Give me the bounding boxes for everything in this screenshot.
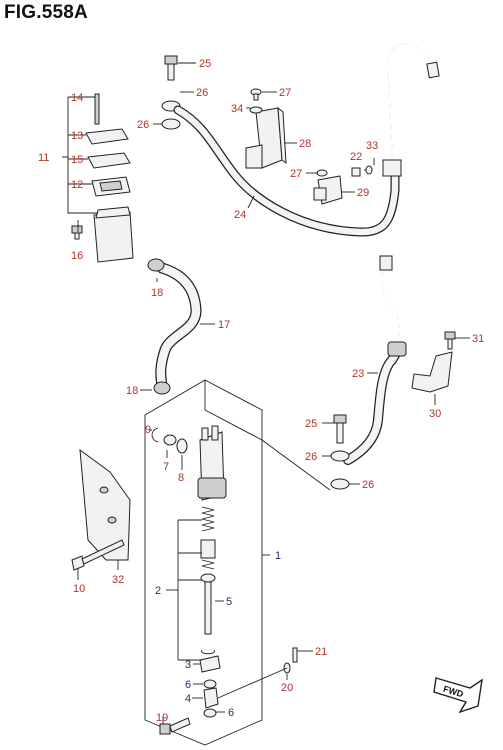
callout-32: 32: [112, 574, 124, 586]
bolt-19-icon: [159, 717, 191, 735]
fwd-arrow-icon: FWD: [433, 677, 483, 714]
callout-29: 29: [357, 187, 369, 199]
callout-4: 4: [185, 693, 191, 705]
callout-27: 27: [290, 168, 302, 180]
assembly-outline-1: [144, 379, 331, 746]
callout-28: 28: [299, 138, 311, 150]
bracket-28-icon: [245, 106, 287, 169]
callout-15: 15: [71, 154, 83, 166]
callout-12: 12: [71, 179, 83, 191]
callout-7: 7: [163, 461, 169, 473]
bolt-25-icon: [164, 55, 178, 81]
callout-30: 30: [429, 408, 441, 420]
callout-24: 24: [234, 209, 246, 221]
callout-10: 10: [73, 583, 85, 595]
callout-2: 2: [155, 585, 161, 597]
joint-block-icon: [382, 159, 402, 177]
callout-9: 9: [145, 424, 151, 436]
clevis-4-icon: [203, 687, 219, 709]
piston-icon: [200, 539, 216, 559]
clip-18-icon: [153, 381, 171, 395]
washer-26-icon: [330, 478, 350, 490]
callout-6: 6: [228, 707, 234, 719]
callout-17: 17: [218, 319, 230, 331]
seal-7-icon: [163, 434, 177, 446]
screw-10-icon: [71, 539, 125, 571]
push-rod-5-icon: [204, 581, 212, 635]
callout-21: 21: [315, 646, 327, 658]
callout-6: 6: [185, 679, 191, 691]
bolt-25-icon: [333, 414, 347, 444]
figure-title: FIG.558A: [4, 2, 88, 23]
callout-19: 19: [156, 712, 168, 724]
callout-18: 18: [151, 287, 163, 299]
screw-27-icon: [316, 169, 328, 177]
callout-8: 8: [178, 472, 184, 484]
washer-26-icon: [330, 450, 350, 462]
brake-pipe-icon: [387, 43, 435, 173]
callout-26: 26: [196, 87, 208, 99]
callout-23: 23: [352, 368, 364, 380]
bracket-32-icon: [79, 448, 131, 561]
callout-18: 18: [126, 385, 138, 397]
callout-11: 11: [38, 152, 49, 164]
circlip-9-icon: [151, 427, 159, 443]
callout-25: 25: [305, 418, 317, 430]
callout-26: 26: [305, 451, 317, 463]
bolt-31-icon: [444, 331, 456, 350]
callout-25: 25: [199, 58, 211, 70]
callout-3: 3: [185, 659, 191, 671]
washer-26-icon: [161, 118, 181, 130]
pin-21-icon: [292, 647, 298, 663]
callout-31: 31: [472, 333, 484, 345]
leader-lines: [62, 62, 470, 724]
master-cylinder-icon: [197, 425, 227, 501]
callout-20: 20: [281, 682, 293, 694]
bolt-16-icon: [71, 225, 83, 240]
callout-26: 26: [137, 119, 149, 131]
washer-34-icon: [249, 106, 263, 114]
callout-1: 1: [275, 550, 281, 562]
boot-3-icon: [199, 655, 221, 673]
spring-icon: [201, 506, 215, 532]
callout-16: 16: [71, 250, 83, 262]
o-ring-8-icon: [176, 438, 188, 454]
clamp-29-icon: [313, 175, 343, 205]
callout-34: 34: [231, 103, 243, 115]
callout-22: 22: [350, 151, 362, 163]
bracket-30-icon: [411, 351, 453, 393]
callout-33: 33: [366, 140, 378, 152]
callout-26: 26: [362, 479, 374, 491]
callout-27: 27: [279, 87, 291, 99]
clip-18-icon: [147, 258, 165, 272]
reservoir-assembly-icon: [85, 93, 134, 263]
callout-5: 5: [226, 596, 232, 608]
callout-13: 13: [71, 130, 83, 142]
spring-icon: [201, 559, 215, 570]
callout-14: 14: [71, 92, 83, 104]
